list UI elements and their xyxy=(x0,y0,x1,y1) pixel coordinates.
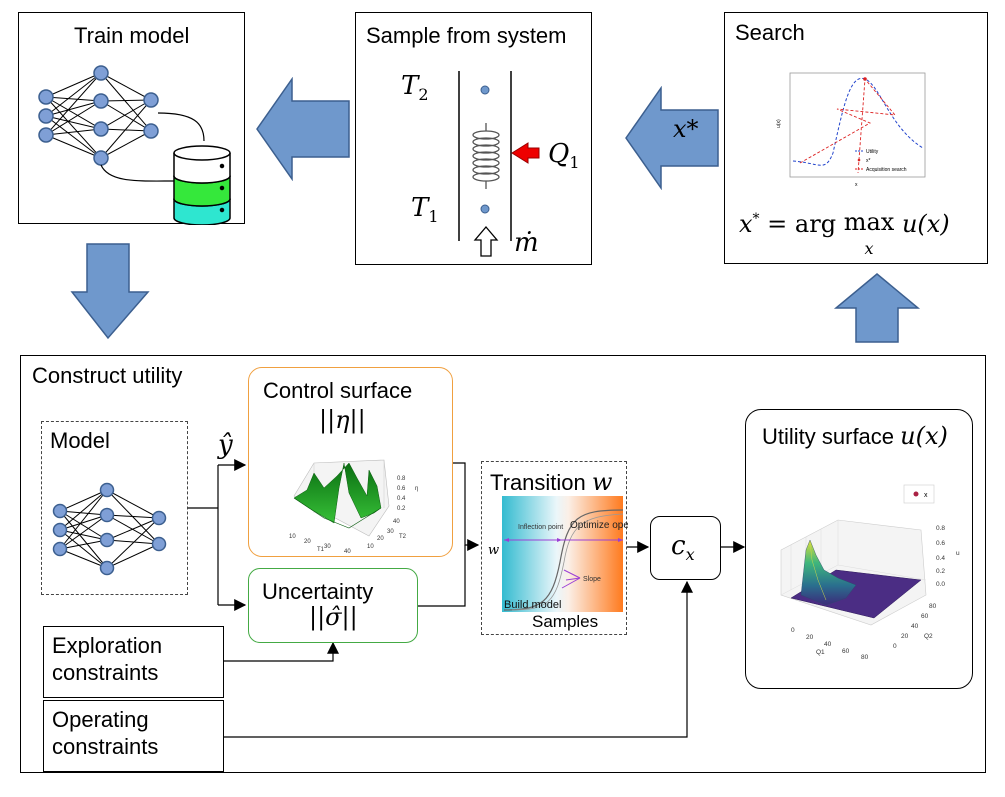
search-title: Search xyxy=(735,20,805,45)
svg-text:0: 0 xyxy=(791,627,795,634)
svg-text:Slope: Slope xyxy=(583,576,601,583)
q1-label: Q1 xyxy=(548,139,580,173)
svg-text:10: 10 xyxy=(367,544,374,550)
acquisition-plot: u(x) x Utility x* Acquisition search xyxy=(776,72,926,188)
uncertainty-box: Uncertainty ||σ̂|| xyxy=(248,568,418,643)
transition-box: Transition w Inflection point Slope Opti… xyxy=(481,461,628,635)
svg-text:20: 20 xyxy=(901,633,909,640)
construct-utility-title: Construct utility xyxy=(32,363,183,388)
model-box: Model xyxy=(41,421,188,595)
svg-text:x: x xyxy=(924,492,928,499)
argmax-formula: x* = arg max x u(x) xyxy=(739,208,950,258)
xstar-arrow-label: x* xyxy=(673,115,699,143)
database-icon xyxy=(173,145,231,225)
heating-coil-icon xyxy=(472,123,500,189)
utility-surface-plot: x 0.8 0.6 0.4 0.2 0.0 u 0 20 40 60 80 Q1… xyxy=(780,484,960,661)
sample-system-title: Sample from system xyxy=(366,23,567,48)
svg-text:0.8: 0.8 xyxy=(397,476,406,482)
neural-network-icon xyxy=(38,65,231,225)
svg-text:Utility: Utility xyxy=(866,149,879,155)
transition-title: Transition w xyxy=(490,468,613,496)
svg-text:u(x): u(x) xyxy=(776,119,782,128)
t2-label: T2 xyxy=(401,71,429,105)
svg-text:0.4: 0.4 xyxy=(397,496,406,502)
svg-text:0.6: 0.6 xyxy=(397,486,406,492)
train-model-box: Train model xyxy=(18,12,245,225)
svg-text:30: 30 xyxy=(387,529,394,535)
control-surface-box: Control surface ||η|| 0.8 0.6 0.4 0.2 η … xyxy=(248,367,453,557)
svg-text:20: 20 xyxy=(806,634,814,641)
operating-line1: Operating xyxy=(52,707,149,732)
exploration-line2: constraints xyxy=(52,660,159,685)
svg-text:T1: T1 xyxy=(317,547,325,553)
svg-text:Build model: Build model xyxy=(504,599,561,611)
arrow-to-train xyxy=(256,77,350,181)
search-box: Search u(x) x Utility x* Acquisition sea… xyxy=(724,12,988,264)
control-surface-math: ||η|| xyxy=(319,406,366,434)
svg-text:x: x xyxy=(855,182,858,188)
cx-label: cx xyxy=(671,531,695,565)
t1-label: T1 xyxy=(411,193,439,227)
arrow-to-sample xyxy=(625,86,719,190)
svg-text:T2: T2 xyxy=(399,534,407,540)
svg-text:0.2: 0.2 xyxy=(936,568,945,575)
svg-text:10: 10 xyxy=(289,534,296,540)
svg-text:40: 40 xyxy=(824,641,832,648)
flow-arrow-icon xyxy=(473,225,499,257)
svg-text:0.8: 0.8 xyxy=(936,525,945,532)
svg-text:0.6: 0.6 xyxy=(936,540,945,547)
svg-text:0.4: 0.4 xyxy=(936,555,945,562)
svg-text:40: 40 xyxy=(393,519,400,525)
sample-system-box: Sample from system T2 T1 Q1 ṁ xyxy=(355,12,592,265)
svg-text:80: 80 xyxy=(929,603,937,610)
svg-text:60: 60 xyxy=(842,648,850,655)
svg-text:30: 30 xyxy=(324,544,331,550)
model-title: Model xyxy=(50,428,110,453)
arrow-to-search xyxy=(833,273,921,343)
svg-text:η: η xyxy=(415,486,418,492)
exploration-constraints-box: Exploration constraints xyxy=(43,626,224,698)
svg-text:40: 40 xyxy=(344,549,351,555)
exploration-line1: Exploration xyxy=(52,633,163,658)
svg-text:0.2: 0.2 xyxy=(397,506,406,512)
svg-text:20: 20 xyxy=(304,539,311,545)
model-network-icon xyxy=(52,482,167,576)
svg-text:60: 60 xyxy=(921,613,929,620)
uncertainty-title: Uncertainty xyxy=(262,579,374,604)
svg-text:20: 20 xyxy=(377,536,384,542)
uncertainty-math: ||σ̂|| xyxy=(309,603,358,631)
control-surface-title: Control surface xyxy=(263,378,413,403)
heat-arrow-icon xyxy=(511,142,540,164)
svg-text:Q2: Q2 xyxy=(924,633,933,640)
svg-text:u: u xyxy=(956,550,960,557)
mdot-label: ṁ xyxy=(514,228,539,258)
svg-text:x*: x* xyxy=(866,158,871,164)
samples-label: Samples xyxy=(532,612,599,631)
svg-text:80: 80 xyxy=(861,654,869,661)
train-model-title: Train model xyxy=(74,23,190,48)
arrow-to-construct xyxy=(70,243,150,340)
svg-text:40: 40 xyxy=(911,623,919,630)
operating-constraints-box: Operating constraints xyxy=(43,700,224,772)
svg-text:0.0: 0.0 xyxy=(936,581,945,588)
cx-box: cx xyxy=(650,516,721,580)
transition-plot: Inflection point Slope Optimize operatio… xyxy=(488,496,628,612)
utility-surface-box: Utility surface u(x) x 0.8 0.6 0.4 0.2 0… xyxy=(745,409,973,689)
svg-text:Optimize operation: Optimize operation xyxy=(570,520,628,531)
svg-text:Q1: Q1 xyxy=(816,649,825,656)
svg-text:Inflection point: Inflection point xyxy=(518,524,563,531)
svg-text:Acquisition search: Acquisition search xyxy=(866,167,907,173)
svg-text:0: 0 xyxy=(893,643,897,650)
system-diagram xyxy=(458,71,540,257)
operating-line2: constraints xyxy=(52,734,159,759)
utility-surface-title: Utility surface u(x) xyxy=(762,422,948,450)
yhat-label: ŷ xyxy=(218,430,233,460)
svg-text:w: w xyxy=(488,543,499,558)
control-surface-plot: 0.8 0.6 0.4 0.2 η 10 20 30 40 T1 40 30 2… xyxy=(289,459,418,555)
